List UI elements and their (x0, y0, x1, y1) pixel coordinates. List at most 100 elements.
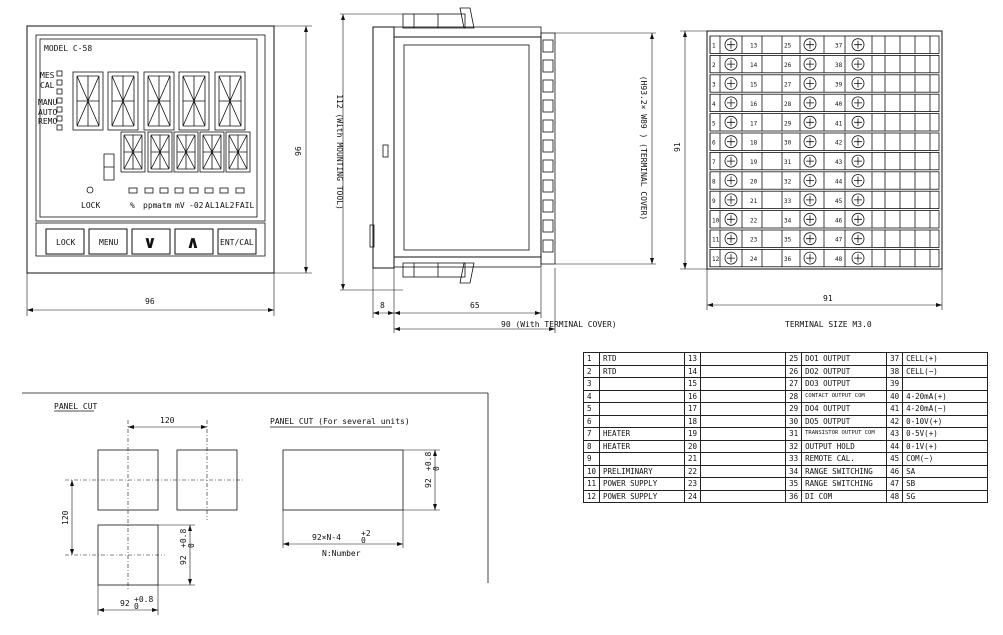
several-dim-92-tol-zero: 0 (432, 466, 441, 471)
ent-cal-button-label: ENT/CAL (220, 238, 254, 247)
lock-led (86, 186, 94, 194)
side-dimensions (340, 13, 656, 333)
terminal-function-cell (700, 364, 787, 378)
digit-lower-1 (120, 131, 146, 173)
dim-8: 8 (380, 301, 385, 310)
terminal-number-cell: 1 (582, 352, 601, 366)
screw-icon (803, 232, 817, 246)
lock-button[interactable]: LOCK (45, 228, 85, 255)
ent-cal-button[interactable]: ENT/CAL (217, 228, 257, 255)
several-formula: 92×N-4 (312, 533, 341, 542)
terminal-function-cell (700, 464, 787, 478)
unit-atm: atm (157, 201, 172, 210)
indicator-cal: CAL (40, 81, 55, 90)
terminal-number: 24 (750, 256, 758, 263)
terminal-number-cell: 29 (785, 402, 803, 416)
terminal-number-cell: 48 (886, 489, 904, 503)
front-width-dim: 96 (145, 297, 155, 306)
terminal-function-cell: REMOTE CAL. (801, 452, 888, 466)
terminal-number: 40 (835, 101, 843, 108)
terminal-function-cell: DO4 OUTPUT (801, 402, 888, 416)
front-button-panel (35, 222, 266, 257)
front-height-dim: 96 (294, 146, 303, 156)
cutout-several (282, 449, 404, 511)
screw-icon (851, 232, 865, 246)
terminal-number: 28 (784, 101, 792, 108)
up-button[interactable]: ∧ (174, 228, 214, 255)
terminal-number: 3 (712, 82, 716, 89)
several-dim-92-tol: +0.8 (424, 452, 433, 471)
unit-leds (128, 187, 245, 194)
terminal-function-cell: CONTACT OUTPUT COM (801, 389, 888, 403)
terminal-function-cell: DO5 OUTPUT (801, 414, 888, 428)
terminal-number-cell: 36 (785, 489, 803, 503)
panel-dim-92-h-tol: +0.8 (134, 595, 153, 604)
several-formula-tol: +2 (361, 529, 371, 538)
menu-button-label: MENU (99, 238, 118, 247)
screw-icon (724, 193, 738, 207)
screw-icon (851, 135, 865, 149)
terminal-number-cell: 25 (785, 352, 803, 366)
digit-upper-2 (107, 71, 139, 131)
terminal-number-cell: 46 (886, 464, 904, 478)
terminal-number: 20 (750, 179, 758, 186)
terminal-function-cell: DO1 OUTPUT (801, 352, 888, 366)
panel-dim-92-h: 92 (120, 599, 130, 608)
digit-lower-5 (225, 131, 251, 173)
terminal-number-cell: 8 (582, 439, 601, 453)
terminal-number: 1 (712, 43, 716, 50)
terminal-number-cell: 13 (684, 352, 702, 366)
unit-mv: mV (175, 201, 185, 210)
terminal-function-cell: RANGE SWITCHING (801, 464, 888, 478)
terminal-function-cell: POWER SUPPLY (599, 477, 686, 491)
unit-fail: FAIL (235, 201, 254, 210)
terminal-function-cell (700, 352, 787, 366)
terminal-function-cell: 4-20mA(+) (902, 389, 989, 403)
digit-lower-3 (173, 131, 199, 173)
terminal-function-cell (700, 389, 787, 403)
front-display-window (39, 38, 258, 218)
terminal-number-cell: 33 (785, 452, 803, 466)
terminal-function-cell (599, 402, 686, 416)
screw-icon (851, 154, 865, 168)
terminal-function-cell: HEATER (599, 427, 686, 441)
mounting-tool-top (402, 7, 475, 29)
terminal-function-cell: SB (902, 477, 989, 491)
several-formula-tol-zero: 0 (361, 536, 366, 545)
panel-dim-92-v: 92 (179, 555, 188, 565)
rear-dimensions (680, 30, 943, 310)
terminal-number: 27 (784, 82, 792, 89)
terminal-number-cell: 31 (785, 427, 803, 441)
terminal-function-cell: POWER SUPPLY (599, 489, 686, 503)
digit-upper-1 (72, 71, 104, 131)
panel-dim-92-v-tol: +0.8 (179, 529, 188, 548)
terminal-number: 30 (784, 140, 792, 147)
mounting-dim: 112 (With MOUNTING TOOL) (335, 94, 344, 210)
terminal-number: 37 (835, 43, 843, 50)
screw-icon (724, 57, 738, 71)
menu-button[interactable]: MENU (88, 228, 128, 255)
down-button[interactable]: ∨ (131, 228, 171, 255)
terminal-number-cell: 11 (582, 477, 601, 491)
screw-icon (724, 77, 738, 90)
terminal-number: 42 (835, 140, 843, 147)
screw-icon (851, 251, 865, 265)
rear-housing (706, 30, 943, 270)
upper-digits (72, 71, 246, 131)
terminal-number: 41 (835, 120, 843, 127)
terminal-number: 23 (750, 237, 758, 244)
terminal-size-label: TERMINAL SIZE M3.0 (785, 320, 872, 329)
panel-dim-120-v: 120 (61, 510, 70, 525)
cutout-centerlines (65, 420, 245, 590)
terminal-function-cell: 0-5V(+) (902, 427, 989, 441)
terminal-number: 18 (750, 140, 758, 147)
